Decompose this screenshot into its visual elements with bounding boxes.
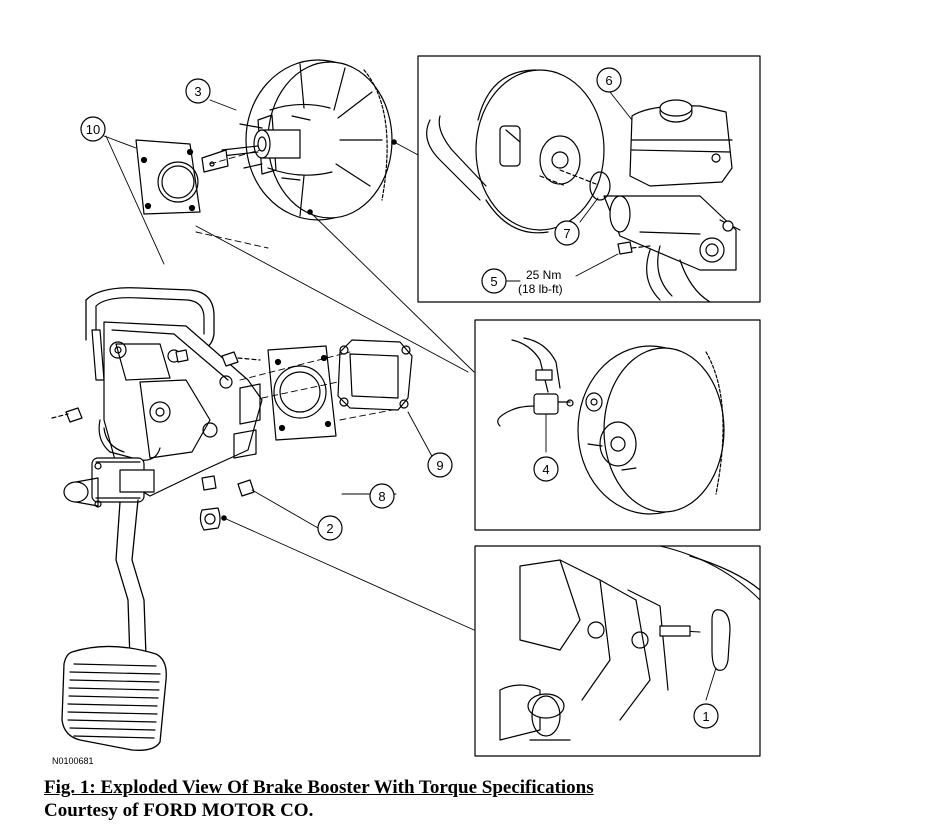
torque-imperial: (18 lb-ft)	[518, 282, 563, 296]
gasket-10	[135, 139, 201, 215]
svg-text:3: 3	[194, 84, 201, 99]
torque-metric: 25 Nm	[526, 268, 561, 282]
callout-8: 8	[369, 483, 395, 509]
svg-text:1: 1	[702, 709, 709, 724]
callout-2: 2	[317, 515, 343, 541]
svg-text:2: 2	[326, 521, 333, 536]
exploded-view-diagram: 1 2 3 4 5 6 7 8 9 10 25 Nm (18 lb-ft)	[51, 55, 761, 766]
bracket-nuts	[51, 349, 261, 531]
caption-title: Fig. 1: Exploded View Of Brake Booster W…	[44, 777, 594, 798]
svg-text:9: 9	[436, 458, 443, 473]
alignment-lines	[195, 149, 393, 421]
callout-1: 1	[693, 703, 719, 729]
callout-5: 5	[481, 268, 507, 294]
callout-4: 4	[533, 456, 559, 482]
callout-3: 3	[185, 78, 211, 104]
callout-6: 6	[596, 67, 622, 93]
caption-credit: Courtesy of FORD MOTOR CO.	[44, 800, 314, 821]
svg-text:6: 6	[605, 73, 612, 88]
spacer-9	[337, 339, 413, 411]
svg-text:10: 10	[86, 122, 100, 137]
callout-10: 10	[80, 116, 106, 142]
svg-text:7: 7	[563, 226, 570, 241]
svg-text:5: 5	[490, 274, 497, 289]
brake-pedal-pad	[61, 645, 167, 751]
leader-lines	[103, 99, 475, 631]
callout-7: 7	[554, 220, 580, 246]
inset-pedal-pin	[474, 545, 761, 757]
figure-id: N0100681	[52, 756, 94, 766]
svg-text:4: 4	[542, 462, 549, 477]
torque-spec-label: 25 Nm (18 lb-ft)	[505, 268, 563, 296]
callout-9: 9	[427, 452, 453, 478]
pedal-bracket-assembly	[63, 287, 263, 661]
svg-text:8: 8	[378, 489, 385, 504]
inset-master-cylinder	[417, 55, 761, 303]
figure-caption: Fig. 1: Exploded View Of Brake Booster W…	[44, 776, 904, 822]
brake-booster-3	[201, 59, 393, 221]
gasket-8	[267, 345, 337, 441]
inset-vacuum-sensor	[474, 319, 761, 531]
